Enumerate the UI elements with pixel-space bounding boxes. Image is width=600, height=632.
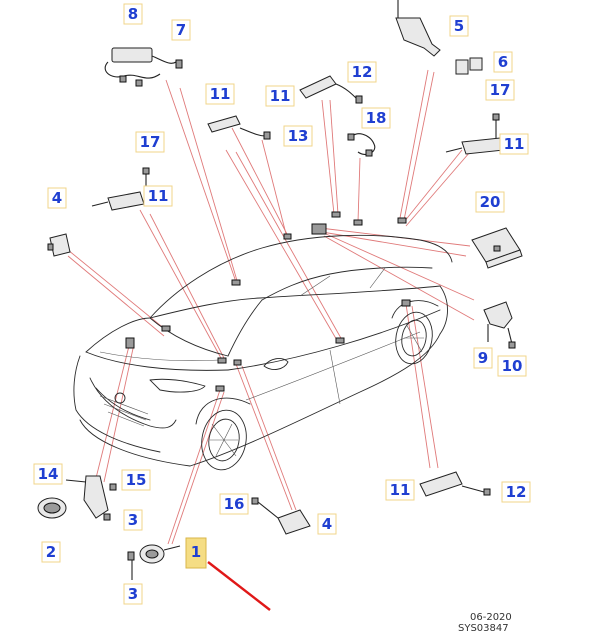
svg-text:4: 4 [322,515,332,533]
callout-9[interactable]: 9 [473,347,493,369]
callout-11[interactable]: 11 [499,133,529,155]
callout-3[interactable]: 3 [123,509,143,531]
svg-text:12: 12 [352,63,373,81]
svg-text:7: 7 [176,21,186,39]
callout-11[interactable]: 11 [205,83,235,105]
svg-text:4: 4 [52,189,62,207]
callout-12[interactable]: 12 [347,61,377,83]
callout-16[interactable]: 16 [219,493,249,515]
callout-8[interactable]: 8 [123,3,143,25]
callout-7[interactable]: 7 [171,19,191,41]
component-horn-1 [127,544,181,580]
svg-text:8: 8 [128,5,138,23]
callout-11[interactable]: 11 [143,185,173,207]
svg-text:17: 17 [490,81,511,99]
footer-code: SYS03847 [458,624,509,632]
callout-2[interactable]: 2 [41,541,61,563]
footer-date: 06-2020 [470,612,512,623]
component-bracket-4b [251,497,311,535]
svg-text:11: 11 [504,135,525,153]
callout-18[interactable]: 18 [361,107,391,129]
svg-text:13: 13 [288,127,309,145]
callout-11[interactable]: 11 [265,85,295,107]
callout-20[interactable]: 20 [475,191,505,213]
component-sensor-11c [445,113,505,155]
component-sensor-11a [299,75,363,104]
callout-13[interactable]: 13 [283,125,313,147]
callout-17[interactable]: 17 [135,131,165,153]
callout-4[interactable]: 4 [47,187,67,209]
component-module-20 [471,227,523,269]
svg-text:11: 11 [148,187,169,205]
installed-part-markers [125,211,411,392]
component-bracket-9 [483,301,516,349]
svg-text:15: 15 [126,471,147,489]
callout-3[interactable]: 3 [123,583,143,605]
pointer-arrow [207,561,271,611]
svg-text:14: 14 [38,465,59,483]
component-speaker-2 [37,475,117,521]
callout-10[interactable]: 10 [497,355,527,377]
svg-text:10: 10 [502,357,523,375]
callout-11[interactable]: 11 [385,479,415,501]
component-bracket-5 [395,0,483,75]
svg-text:3: 3 [128,511,138,529]
svg-text:9: 9 [478,349,488,367]
svg-text:6: 6 [498,53,508,71]
svg-text:2: 2 [46,543,56,561]
svg-text:11: 11 [270,87,291,105]
svg-text:11: 11 [390,481,411,499]
callout-4[interactable]: 4 [317,513,337,535]
component-sensor-11b [207,115,271,140]
svg-text:12: 12 [506,483,527,501]
svg-text:17: 17 [140,133,161,151]
svg-text:20: 20 [480,193,501,211]
component-sensor-11d [91,167,150,211]
callout-5[interactable]: 5 [449,15,469,37]
svg-text:5: 5 [454,17,464,35]
callout-15[interactable]: 15 [121,469,151,491]
callout-14[interactable]: 14 [33,463,63,485]
component-cable-18 [347,133,376,157]
component-sensor-11e [419,471,491,497]
component-wiring-harness [104,47,183,87]
callout-12[interactable]: 12 [501,481,531,503]
component-module-4a [47,233,71,257]
svg-text:1: 1 [191,543,201,561]
svg-text:11: 11 [210,85,231,103]
callout-1-highlighted[interactable]: 1 [185,537,207,569]
svg-text:16: 16 [224,495,245,513]
callout-17[interactable]: 17 [485,79,515,101]
callout-labels: 8 7 5 6 12 11 11 13 18 17 11 [33,3,531,605]
svg-text:18: 18 [366,109,387,127]
svg-text:3: 3 [128,585,138,603]
callout-6[interactable]: 6 [493,51,513,73]
vehicle-outline [73,234,453,471]
